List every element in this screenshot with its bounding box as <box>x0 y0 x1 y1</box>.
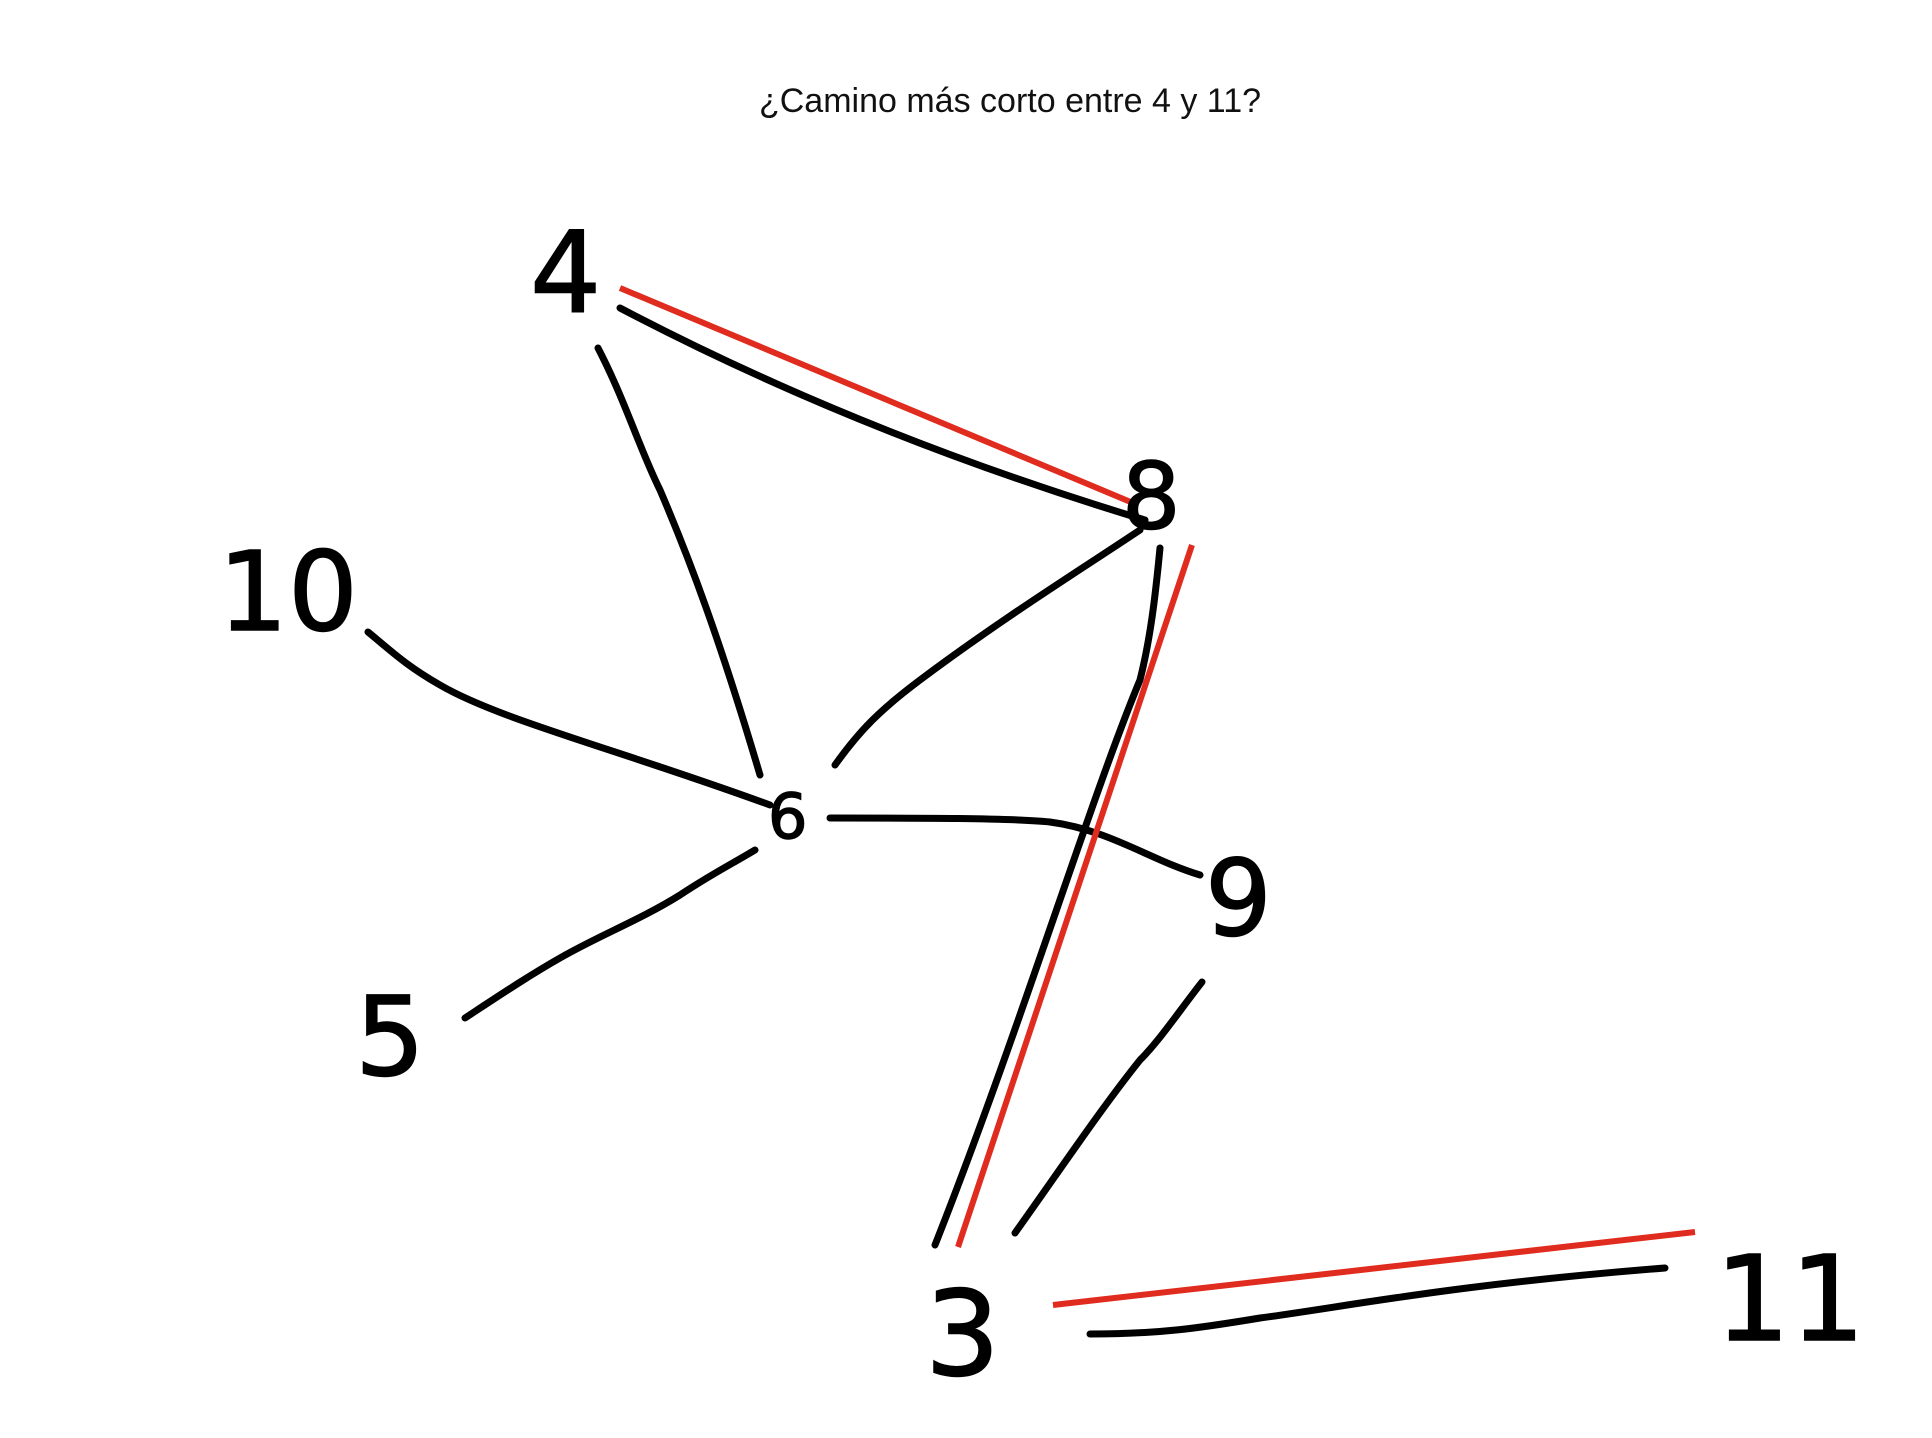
edges-layer <box>364 304 1669 1338</box>
path-edge-3-11 <box>1052 1229 1696 1308</box>
node-5: 5 <box>355 973 425 1101</box>
path-edge-4-8 <box>618 285 1135 506</box>
question-title: ¿Camino más corto entre 4 y 11? <box>758 82 1262 120</box>
edge-8-6 <box>831 526 1144 769</box>
node-labels-layer: 4 8 10 6 9 5 3 11 <box>217 208 1866 1404</box>
node-11: 11 <box>1715 1230 1865 1368</box>
shortest-path-layer <box>618 285 1696 1308</box>
edge-4-6 <box>594 344 764 779</box>
node-6: 6 <box>768 780 807 853</box>
edge-8-3 <box>931 544 1164 1249</box>
edge-6-9 <box>826 814 1204 879</box>
node-9: 9 <box>1205 838 1272 960</box>
node-4: 4 <box>530 209 601 339</box>
edge-3-11 <box>1086 1264 1669 1338</box>
edge-6-5 <box>461 846 759 1022</box>
edge-9-3 <box>1011 978 1206 1237</box>
edge-4-8 <box>616 304 1149 524</box>
path-edge-8-3 <box>955 544 1195 1248</box>
node-8: 8 <box>1122 443 1181 550</box>
node-3: 3 <box>925 1265 1000 1403</box>
edge-10-6 <box>364 628 774 809</box>
node-10: 10 <box>218 528 358 656</box>
